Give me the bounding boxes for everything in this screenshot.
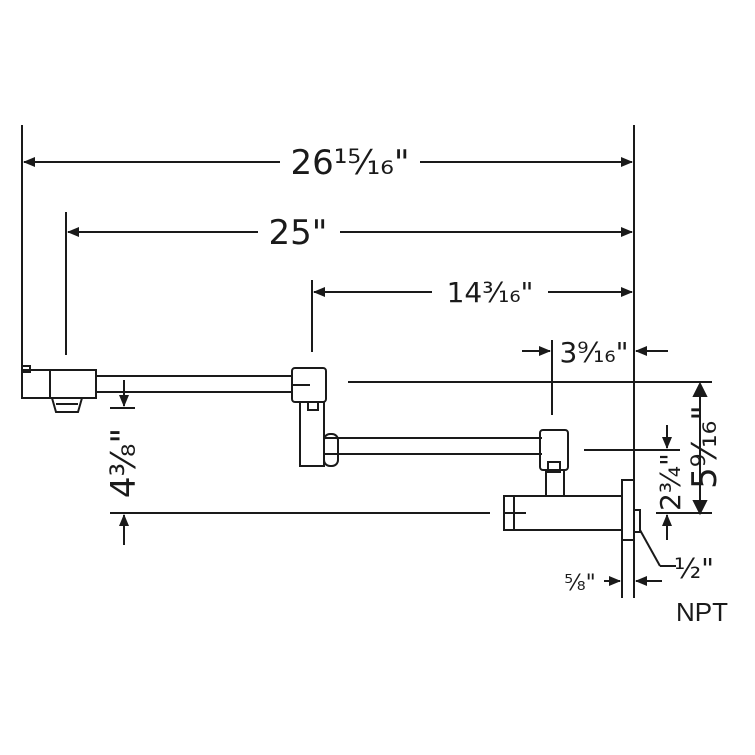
label-second-arm: 14³⁄₁₆" <box>447 276 534 309</box>
label-mid-height: 2³⁄₄" <box>654 453 687 511</box>
label-drop-height: 4³⁄₈" <box>104 428 144 498</box>
pot-filler-drawing <box>21 365 641 541</box>
spout-aerator <box>51 397 83 413</box>
label-thread-type: NPT <box>676 597 728 627</box>
spout-body <box>21 369 97 399</box>
label-overall-width: 26¹⁵⁄₁₆" <box>290 143 409 183</box>
label-total-height: 5⁹⁄₁₆" <box>685 405 725 489</box>
label-arm-reach: 25" <box>269 213 328 253</box>
label-inlet-size: ¹⁄₂" <box>674 552 714 585</box>
leader-npt <box>639 529 661 567</box>
dim-line-5-9-16 <box>692 381 708 516</box>
joint-2 <box>539 429 569 471</box>
extension-lines <box>21 125 712 598</box>
label-flange-depth: ⁵⁄₈" <box>564 571 595 596</box>
label-wall-to-joint: 3⁹⁄₁₆" <box>559 336 628 369</box>
wall-flange <box>621 479 635 541</box>
